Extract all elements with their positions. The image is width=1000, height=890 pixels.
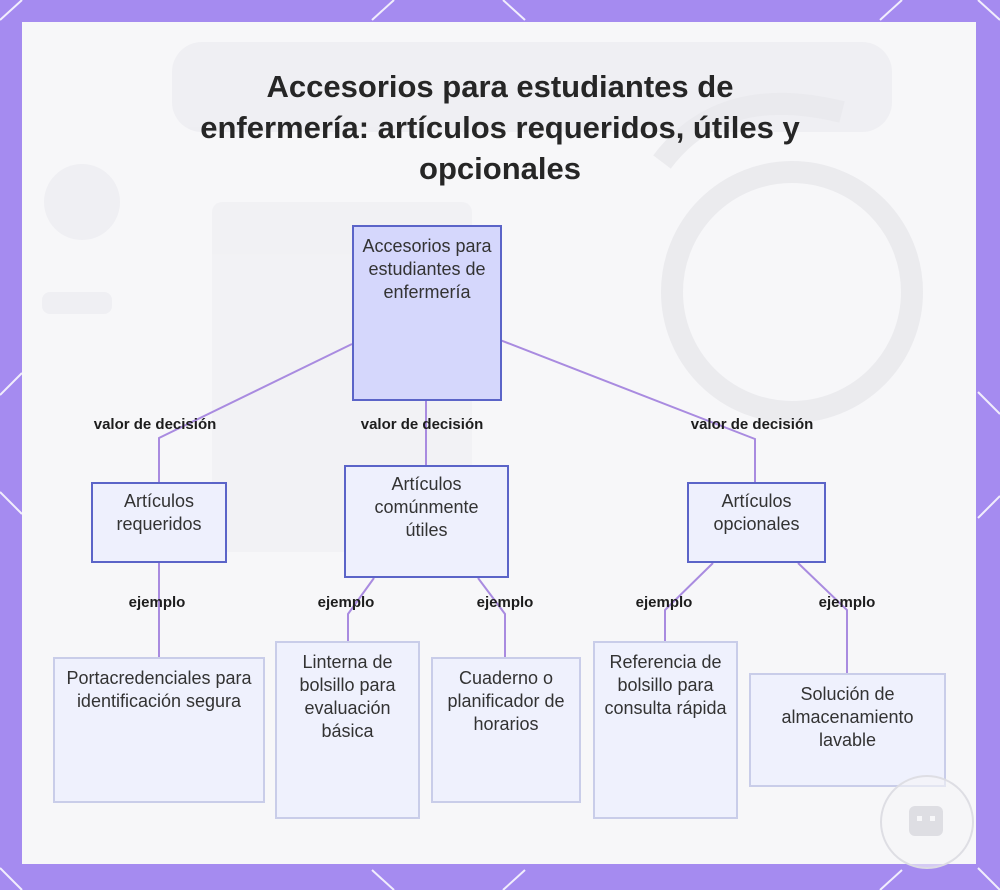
node-useful: Artículos comúnmente útiles xyxy=(344,465,509,578)
edge-label-decision-required: valor de decisión xyxy=(94,416,217,433)
edge-label-decision-optional: valor de decisión xyxy=(691,416,814,433)
page-title: Accesorios para estudiantes de enfermerí… xyxy=(200,66,800,189)
node-storage-label: Solución de almacenamiento lavable xyxy=(757,683,938,752)
node-optional-label: Artículos opcionales xyxy=(695,490,818,536)
edge-useful-planner xyxy=(478,578,505,657)
node-optional: Artículos opcionales xyxy=(687,482,826,563)
node-useful-label: Artículos comúnmente útiles xyxy=(352,473,501,542)
edge-root-required xyxy=(159,344,352,482)
node-root: Accesorios para estudiantes de enfermerí… xyxy=(352,225,502,401)
edge-label-example-storage: ejemplo xyxy=(819,594,876,611)
node-planner: Cuaderno o planificador de horarios xyxy=(431,657,581,803)
node-root-label: Accesorios para estudiantes de enfermerí… xyxy=(360,235,494,304)
edge-label-example-planner: ejemplo xyxy=(477,594,534,611)
assistant-badge xyxy=(880,775,974,869)
edge-label-example-badge: ejemplo xyxy=(129,594,186,611)
node-planner-label: Cuaderno o planificador de horarios xyxy=(439,667,573,736)
node-pocket-reference: Referencia de bolsillo para consulta ráp… xyxy=(593,641,738,819)
diagram-card: Accesorios para estudiantes de enfermerí… xyxy=(22,22,976,864)
node-badge-holder-label: Portacredenciales para identificación se… xyxy=(61,667,257,713)
node-badge-holder: Portacredenciales para identificación se… xyxy=(53,657,265,803)
node-storage: Solución de almacenamiento lavable xyxy=(749,673,946,787)
edge-label-example-penlight: ejemplo xyxy=(318,594,375,611)
node-pocket-reference-label: Referencia de bolsillo para consulta ráp… xyxy=(601,651,730,720)
robot-icon xyxy=(909,806,943,836)
edge-label-decision-useful: valor de decisión xyxy=(361,416,484,433)
node-required: Artículos requeridos xyxy=(91,482,227,563)
edge-root-optional xyxy=(500,340,755,482)
edge-label-example-ref: ejemplo xyxy=(636,594,693,611)
edge-optional-storage xyxy=(798,563,847,673)
node-required-label: Artículos requeridos xyxy=(99,490,219,536)
node-penlight-label: Linterna de bolsillo para evaluación bás… xyxy=(283,651,412,743)
node-penlight: Linterna de bolsillo para evaluación bás… xyxy=(275,641,420,819)
